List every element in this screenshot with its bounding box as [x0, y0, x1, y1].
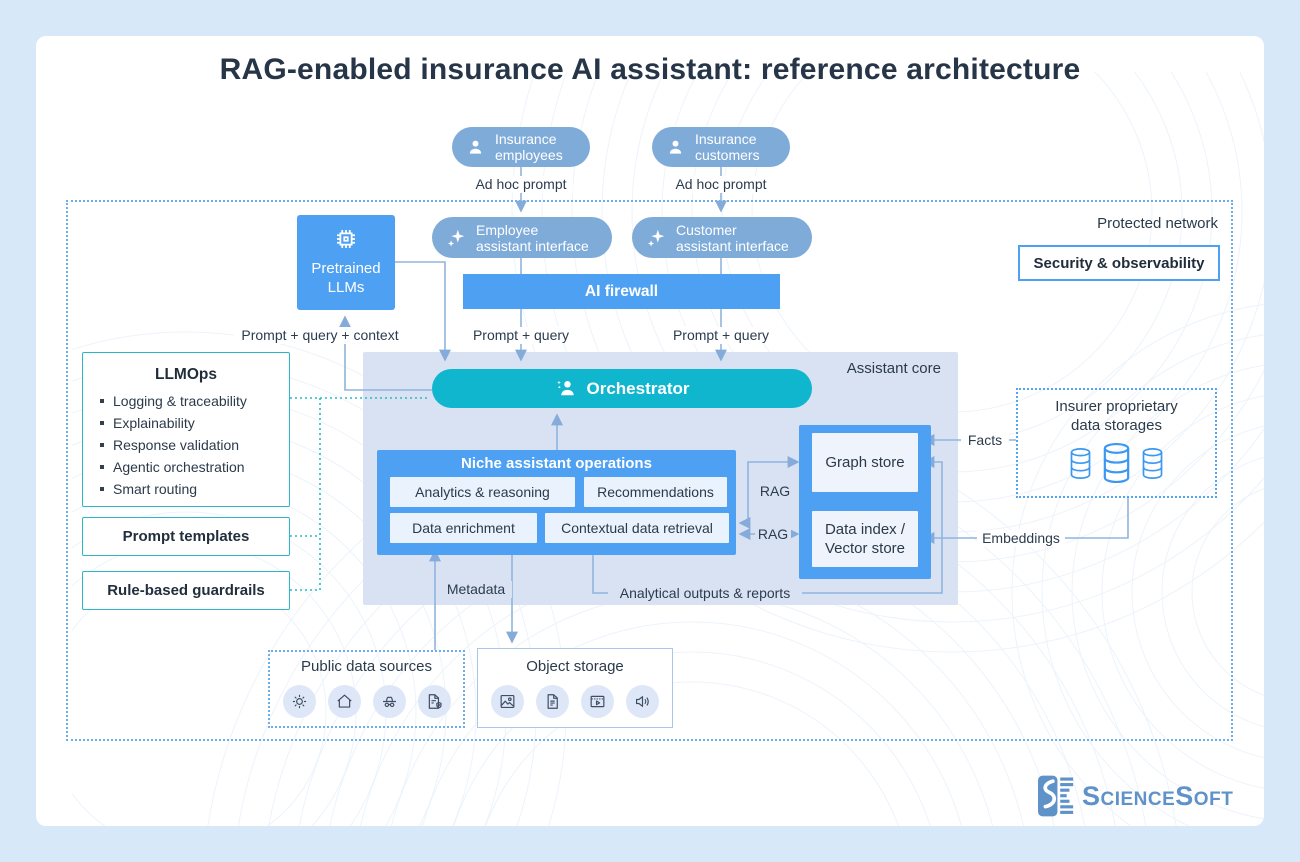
pill-label: Insurance: [495, 131, 557, 147]
database-icon: [1142, 447, 1163, 479]
graph-store-box: Graph store: [812, 433, 918, 492]
facts-label: Facts: [961, 432, 1009, 449]
embeddings-label: Embeddings: [977, 530, 1065, 547]
customer-user-icon: [669, 140, 682, 154]
ai-firewall-bar: AI firewall: [463, 274, 780, 309]
orchestrator-person-icon: [556, 380, 574, 396]
protected-network-label: Protected network: [1097, 215, 1218, 232]
insurer-storage-box: [1016, 388, 1217, 498]
llmops-item: Agentic orchestration: [83, 456, 289, 478]
prompt-templates-box: Prompt templates: [82, 517, 290, 556]
public-data-sources-title: Public data sources: [301, 658, 432, 675]
insurer-storage-title: Insurer proprietary data storages: [1055, 398, 1178, 434]
weather-icon: [282, 685, 316, 718]
assistant-core-label: Assistant core: [846, 360, 941, 377]
rule-based-guardrails-box: Rule-based guardrails: [82, 571, 290, 610]
ad-hoc-prompt-label-left: Ad hoc prompt: [469, 176, 573, 193]
prompt-query-label-right: Prompt + query: [668, 327, 774, 344]
sparkle-icon: [447, 229, 465, 247]
llmops-item: Logging & traceability: [83, 390, 289, 412]
niche-item-recommendations: Recommendations: [584, 477, 727, 507]
pill-label: Employee: [476, 221, 539, 238]
property-icon: [327, 685, 361, 718]
llmops-item: Smart routing: [83, 478, 289, 500]
rag-label-vector: RAG: [755, 526, 791, 543]
sparkle-icon: [647, 229, 665, 247]
page-title: RAG-enabled insurance AI assistant: refe…: [219, 53, 1081, 86]
box-label: Pretrained: [311, 260, 381, 277]
database-icon: [1070, 447, 1091, 479]
analytical-outputs-label: Analytical outputs & reports: [608, 585, 802, 602]
object-storage-title: Object storage: [526, 658, 624, 675]
sciencesoft-logo-mark: [1038, 775, 1074, 817]
employee-user-icon: [469, 140, 482, 154]
orchestrator-label: Orchestrator: [586, 378, 690, 398]
llmops-item: Response validation: [83, 434, 289, 456]
metadata-label: Metadata: [440, 581, 512, 598]
pill-label: Insurance: [695, 131, 757, 147]
video-icon: [581, 685, 614, 718]
rag-label-graph: RAG: [757, 483, 793, 500]
audio-icon: [626, 685, 659, 718]
image-icon: [491, 685, 524, 718]
public-data-sources-box: [268, 650, 465, 728]
prompt-query-context-label: Prompt + query + context: [234, 327, 406, 344]
pill-label: Customer: [676, 221, 737, 238]
llmops-title: LLMOps: [155, 366, 217, 383]
public-data-sources-icons: [268, 685, 465, 718]
orchestrator-bar: Orchestrator: [432, 369, 812, 408]
niche-item-analytics: Analytics & reasoning: [390, 477, 575, 507]
llmops-box: LLMOps Logging & traceability Explainabi…: [82, 352, 290, 507]
chip-icon: [337, 230, 355, 248]
insurer-storage-icons: [1016, 437, 1217, 489]
security-observability-box: Security & observability: [1018, 245, 1220, 281]
llmops-list: Logging & traceability Explainability Re…: [83, 390, 289, 500]
object-storage-icons: [477, 685, 673, 718]
protected-network-border: [66, 200, 1233, 741]
vector-store-box: Data index / Vector store: [812, 511, 918, 567]
sciencesoft-logo: ScienceSoft: [1038, 774, 1233, 818]
ad-hoc-prompt-label-right: Ad hoc prompt: [669, 176, 773, 193]
sciencesoft-logo-text: ScienceSoft: [1082, 780, 1234, 811]
niche-item-data-enrichment: Data enrichment: [390, 513, 537, 543]
prompt-query-label-left: Prompt + query: [468, 327, 574, 344]
text-document-icon: [536, 685, 569, 718]
fraud-detection-icon: [372, 685, 406, 718]
niche-item-contextual-retrieval: Contextual data retrieval: [545, 513, 729, 543]
llmops-item: Explainability: [83, 412, 289, 434]
niche-operations-title: Niche assistant operations: [461, 455, 652, 472]
database-icon: [1103, 442, 1130, 484]
policy-document-icon: [417, 685, 451, 718]
